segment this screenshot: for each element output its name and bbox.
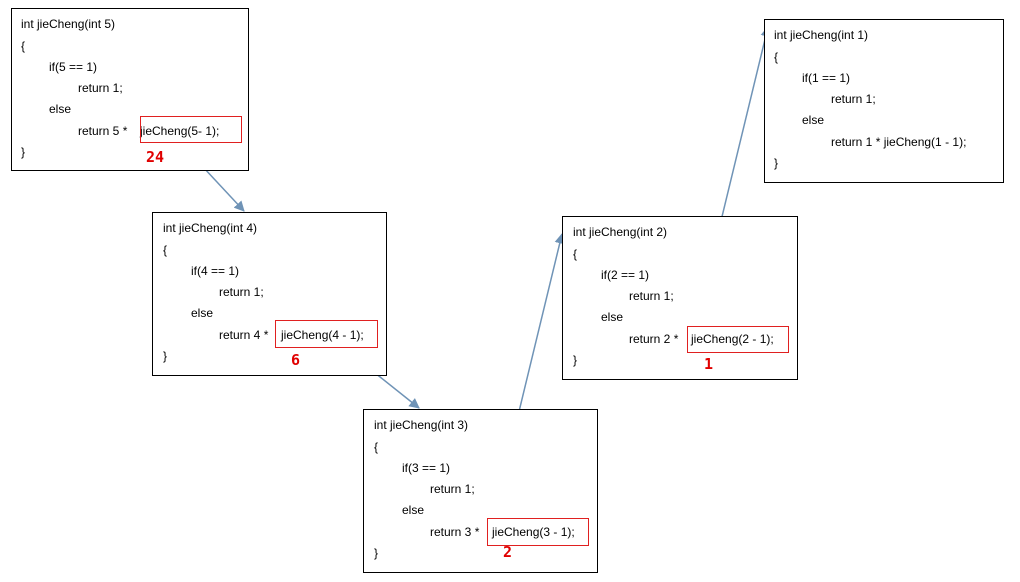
recursive-call-highlight: [487, 518, 589, 546]
base-return: return 1;: [219, 285, 264, 299]
else-keyword: else: [49, 102, 72, 116]
frame-jiecheng-3: int jieCheng(int 3) { if(3 == 1) return …: [363, 409, 598, 573]
close-brace: }: [163, 349, 168, 363]
recursive-prefix: return 2 *: [629, 332, 682, 346]
if-condition: if(4 == 1): [191, 264, 240, 278]
base-return: return 1;: [831, 92, 876, 106]
return-value-label: 24: [146, 148, 165, 166]
else-keyword: else: [191, 306, 214, 320]
open-brace: {: [163, 243, 168, 257]
frame-jiecheng-1: int jieCheng(int 1) { if(1 == 1) return …: [764, 19, 1004, 183]
else-keyword: else: [402, 503, 425, 517]
close-brace: }: [374, 546, 379, 560]
else-keyword: else: [802, 113, 825, 127]
recursive-call: jieCheng(4 - 1);: [281, 328, 364, 342]
return-value-label: 2: [503, 543, 513, 561]
else-keyword: else: [601, 310, 624, 324]
function-header: int jieCheng(int 3): [374, 418, 469, 432]
open-brace: {: [573, 247, 578, 261]
recursive-call: jieCheng(3 - 1);: [492, 525, 575, 539]
base-return: return 1;: [629, 289, 674, 303]
function-header: int jieCheng(int 1): [774, 28, 869, 42]
if-condition: if(5 == 1): [49, 60, 98, 74]
if-condition: if(2 == 1): [601, 268, 650, 282]
base-return: return 1;: [78, 81, 123, 95]
frame-jiecheng-4: int jieCheng(int 4) { if(4 == 1) return …: [152, 212, 387, 376]
open-brace: {: [774, 50, 779, 64]
open-brace: {: [374, 440, 379, 454]
frame-jiecheng-5: int jieCheng(int 5) { if(5 == 1) return …: [11, 8, 249, 171]
base-return: return 1;: [430, 482, 475, 496]
recursive-call-highlight: [275, 320, 378, 348]
recursive-call-highlight: [687, 326, 789, 353]
open-brace: {: [21, 39, 26, 53]
frame-jiecheng-2: int jieCheng(int 2) { if(2 == 1) return …: [562, 216, 798, 380]
function-header: int jieCheng(int 5): [21, 17, 116, 31]
function-header: int jieCheng(int 2): [573, 225, 668, 239]
recursive-prefix: return 4 *: [219, 328, 272, 342]
return-value-label: 6: [291, 351, 301, 369]
close-brace: }: [774, 156, 779, 170]
recursive-call: jieCheng(2 - 1);: [691, 332, 774, 346]
recursive-call-highlight: [140, 116, 242, 143]
arrow-5-to-4: [202, 166, 245, 212]
recursive-call: jieCheng(5- 1);: [140, 124, 220, 138]
if-condition: if(3 == 1): [402, 461, 451, 475]
return-value-label: 1: [704, 355, 714, 373]
close-brace: }: [21, 145, 26, 159]
recursive-prefix: return 3 *: [430, 525, 483, 539]
recursive-return: return 1 * jieCheng(1 - 1);: [831, 135, 967, 149]
if-condition: if(1 == 1): [802, 71, 851, 85]
function-header: int jieCheng(int 4): [163, 221, 258, 235]
close-brace: }: [573, 353, 578, 367]
recursive-prefix: return 5 *: [78, 124, 131, 138]
